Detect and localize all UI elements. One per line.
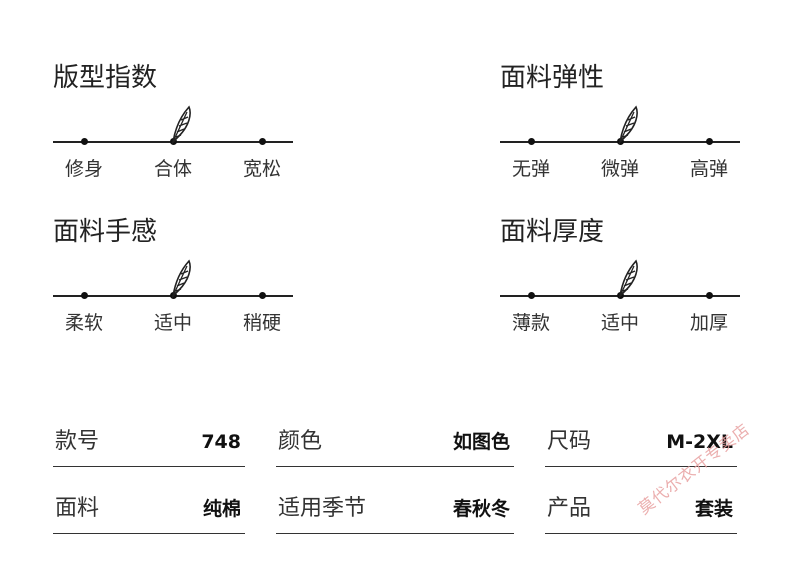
spec-value: 春秋冬 [452,498,510,520]
scale-dot-right [706,292,713,299]
scale-title: 版型指数 [53,63,158,93]
spec-item-color: 颜色 如图色 [276,416,514,467]
feather-icon [618,259,638,298]
scale-label-left: 修身 [64,158,104,180]
scale-title: 面料手感 [53,217,158,247]
spec-item-size: 尺码 M-2XL [545,416,737,467]
spec-item-fabric: 面料 纯棉 [53,483,245,534]
scale-title: 面料弹性 [500,63,605,93]
scale-dot-left [528,292,535,299]
scale-dot-left [81,292,88,299]
feather-icon [618,105,638,144]
scale-dot-right [259,292,266,299]
scale-label-right: 宽松 [242,158,282,180]
spec-key: 产品 [547,496,592,521]
scale-dot-right [259,138,266,145]
scale-label-left: 无弹 [511,158,551,180]
scale-label-right: 稍硬 [242,312,282,334]
scale-label-middle: 适中 [153,312,193,334]
feather-icon [171,105,191,144]
spec-value: 如图色 [452,431,510,453]
scale-label-middle: 适中 [600,312,640,334]
scale-label-middle: 合体 [153,158,193,180]
scale-label-left: 薄款 [511,312,551,334]
spec-key: 适用季节 [278,496,367,521]
feather-icon [171,259,191,298]
spec-key: 尺码 [547,429,592,454]
scale-dot-left [81,138,88,145]
scale-dot-left [528,138,535,145]
scale-label-right: 加厚 [689,312,729,334]
scale-label-left: 柔软 [64,312,104,334]
fit-index-scale: 版型指数 修身 合体 宽松 [53,62,293,192]
elasticity-scale: 面料弹性 无弹 微弹 高弹 [500,62,740,192]
spec-value: M-2XL [666,431,733,453]
spec-value: 748 [201,431,241,453]
spec-value: 套装 [694,498,733,520]
scale-title: 面料厚度 [500,217,605,247]
spec-item-product: 产品 套装 [545,483,737,534]
scale-label-middle: 微弹 [600,158,640,180]
scale-label-right: 高弹 [689,158,729,180]
spec-value: 纯棉 [202,498,241,520]
hand-feel-scale: 面料手感 柔软 适中 稍硬 [53,216,293,346]
spec-item-style-number: 款号 748 [53,416,245,467]
thickness-scale: 面料厚度 薄款 适中 加厚 [500,216,740,346]
spec-key: 款号 [55,429,100,454]
scale-dot-right [706,138,713,145]
spec-key: 颜色 [278,429,323,454]
spec-key: 面料 [55,496,100,521]
spec-item-season: 适用季节 春秋冬 [276,483,514,534]
